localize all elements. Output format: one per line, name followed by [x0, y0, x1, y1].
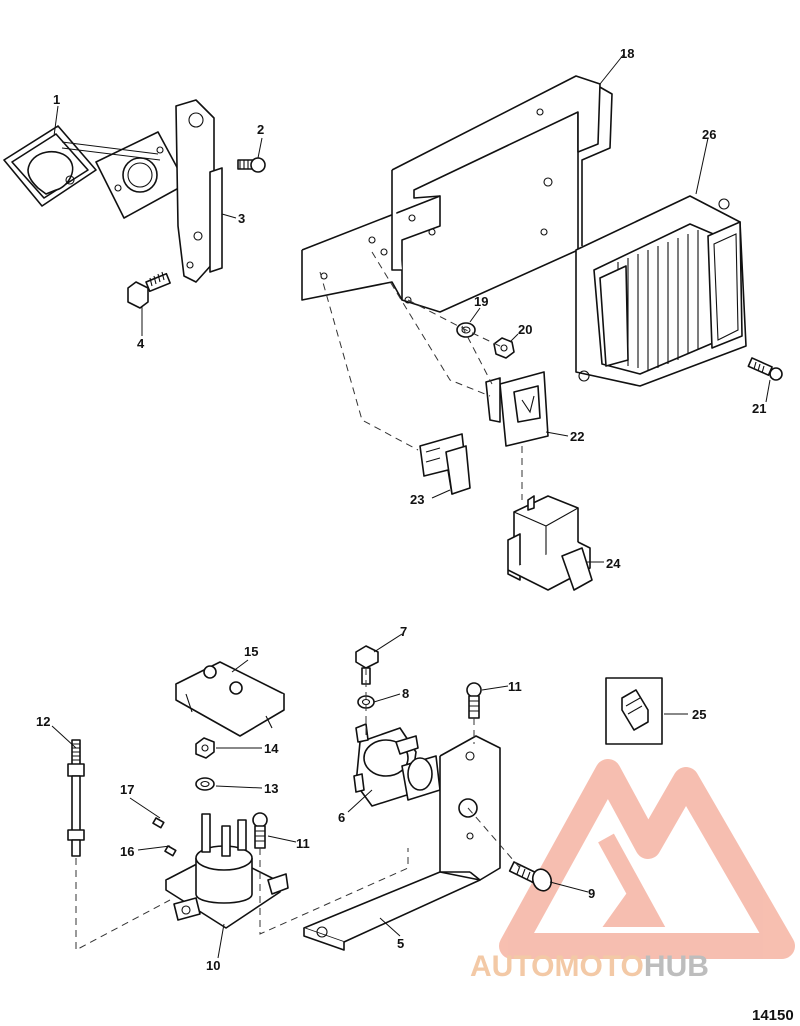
part-3-mounting-bracket: [61, 99, 223, 283]
leader-lines: [51, 53, 771, 959]
callout-8: 8: [402, 686, 409, 701]
callout-20: 20: [518, 322, 532, 337]
part-15-terminal-cover: [175, 661, 285, 737]
part-10-solenoid: [165, 813, 289, 929]
part-21-screw: [747, 357, 783, 381]
callout-17: 17: [120, 782, 134, 797]
callout-1: 1: [53, 92, 60, 107]
callout-10: 10: [206, 958, 220, 973]
part-23-connector: [419, 433, 471, 495]
part-14-nut: [195, 737, 215, 759]
callout-6: 6: [338, 810, 345, 825]
part-18-large-bracket: [301, 75, 613, 313]
callout-11-lower: 11: [296, 836, 310, 851]
part-26-control-module: [575, 195, 747, 387]
callout-14: 14: [264, 741, 279, 756]
callout-2: 2: [257, 122, 264, 137]
part-25-fuse-box: [605, 677, 663, 745]
part-11-screw-lower: [252, 812, 268, 849]
figure-id: 14150: [752, 1007, 794, 1024]
callout-4: 4: [137, 336, 145, 351]
callout-16: 16: [120, 844, 134, 859]
part-11-screw-upper: [466, 682, 482, 719]
watermark-logo-icon: [499, 759, 795, 959]
callout-9: 9: [588, 886, 595, 901]
callout-5: 5: [397, 936, 404, 951]
part-13-washer: [195, 777, 215, 791]
part-4-bolt: [127, 271, 171, 309]
callout-23: 23: [410, 492, 424, 507]
callout-24: 24: [606, 556, 621, 571]
part-16-small-screw: [164, 845, 177, 857]
part-24-relay: [507, 495, 593, 591]
callout-13: 13: [264, 781, 278, 796]
callout-3: 3: [238, 211, 245, 226]
callout-15: 15: [244, 644, 258, 659]
part-2-screw: [237, 157, 266, 173]
callout-22: 22: [570, 429, 584, 444]
callout-19: 19: [474, 294, 488, 309]
watermark-text: AUTOMOTOHUB: [470, 950, 709, 983]
part-5-l-bracket: [303, 735, 501, 951]
watermark-brand-part2: HUB: [644, 950, 709, 983]
callout-25: 25: [692, 707, 706, 722]
part-20-nut: [493, 337, 515, 359]
part-12-stud: [67, 739, 85, 857]
callout-26: 26: [702, 127, 716, 142]
callout-18: 18: [620, 46, 634, 61]
callout-21: 21: [752, 401, 766, 416]
part-1-gasket: [3, 125, 97, 207]
part-6-switch: [353, 723, 441, 807]
part-22-relay-socket: [485, 371, 549, 447]
callout-11-upper: 11: [508, 679, 522, 694]
callout-12: 12: [36, 714, 50, 729]
callout-7: 7: [400, 624, 407, 639]
part-17-small-screw: [152, 817, 165, 829]
part-9-screw: [508, 861, 553, 892]
watermark-brand-part1: AUTOMOTO: [470, 950, 644, 983]
